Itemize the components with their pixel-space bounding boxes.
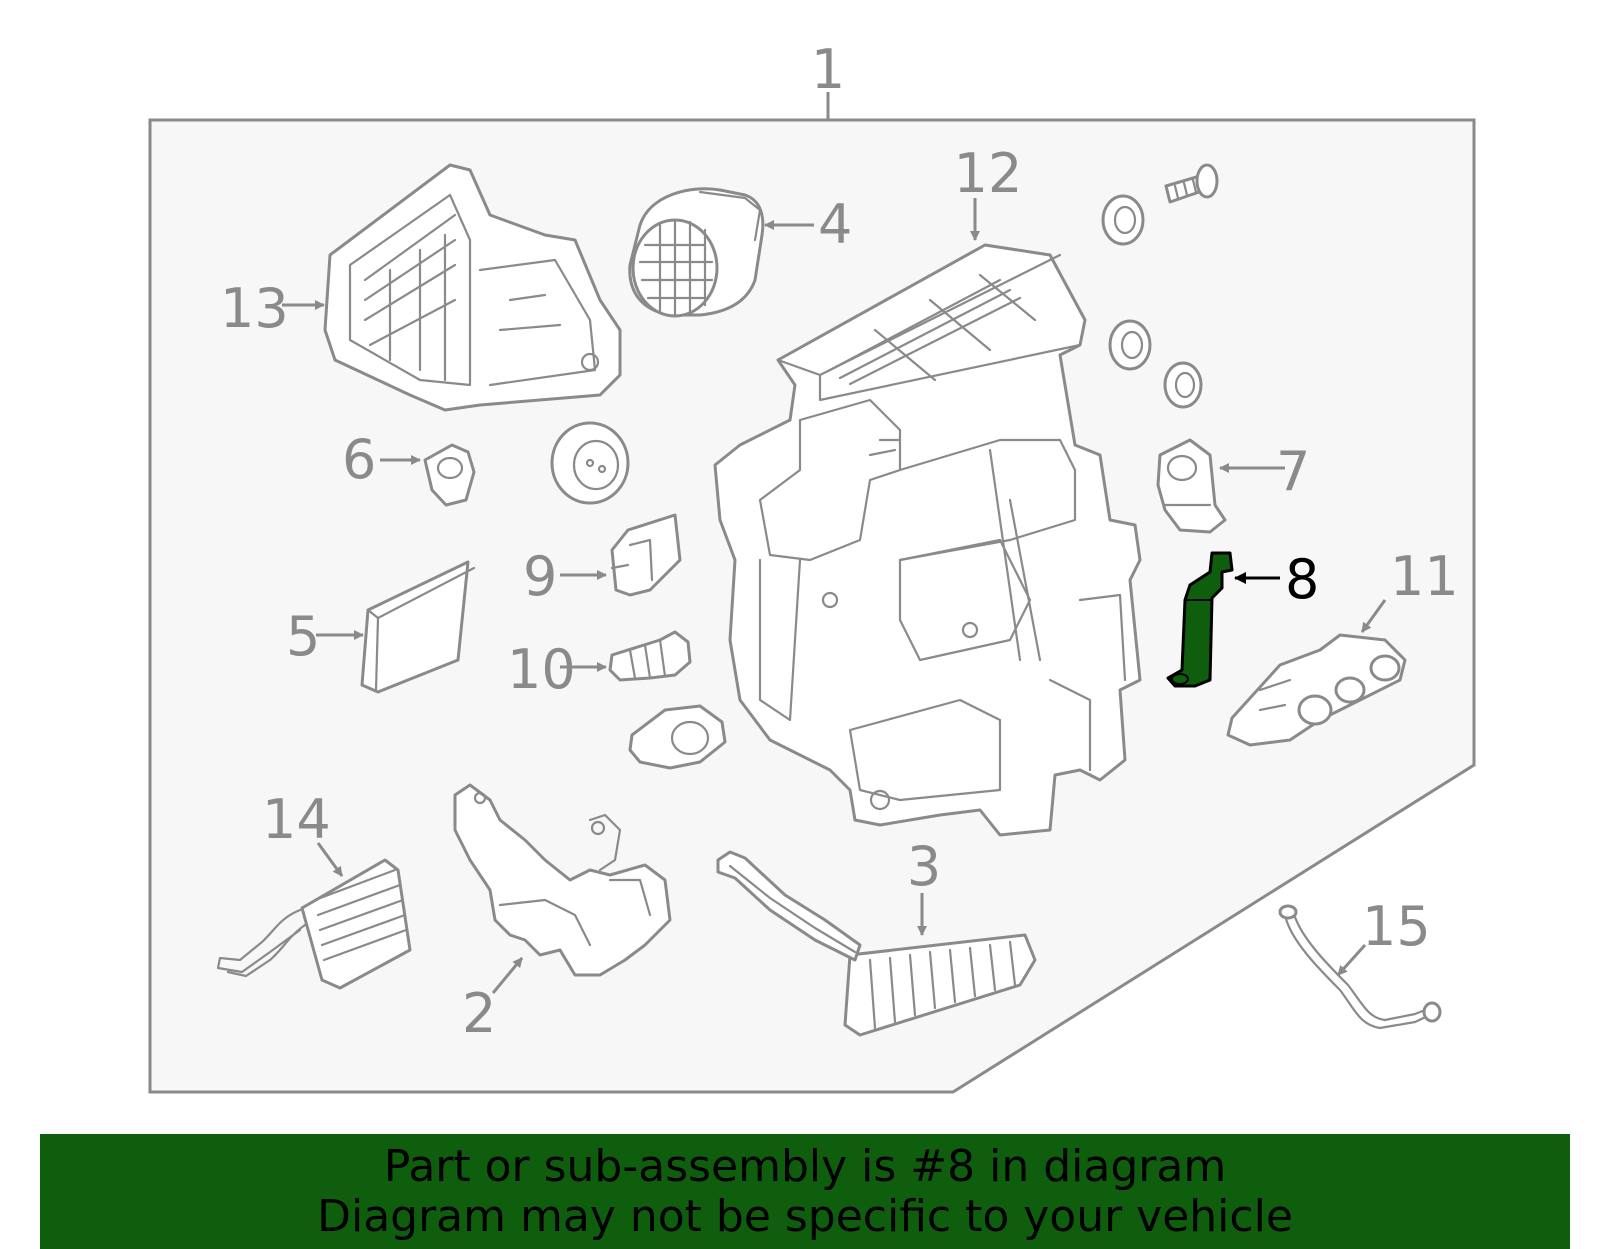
info-banner: Part or sub-assembly is #8 in diagram Di… (40, 1134, 1570, 1249)
callout-11-arrow (1360, 599, 1387, 633)
callout-3: 3 (907, 835, 941, 898)
callout-13: 13 (220, 277, 289, 340)
callout-15: 15 (1362, 895, 1431, 958)
callout-4: 4 (818, 193, 852, 256)
part-7-actuator (1156, 438, 1227, 534)
part-9-bracket (610, 513, 682, 597)
grommet-1 (1101, 194, 1145, 246)
callout-8: 8 (1285, 548, 1319, 611)
part-12-hvac-housing (713, 243, 1142, 837)
part-13-blower-case (323, 163, 622, 412)
banner-line-2: Diagram may not be specific to your vehi… (317, 1190, 1293, 1242)
callout-6: 6 (342, 428, 376, 491)
callout-2-arrow (491, 957, 524, 994)
callout-14: 14 (262, 788, 331, 851)
motor-cap (550, 421, 630, 505)
part-6-clip (423, 443, 476, 507)
part-4-blower-motor (628, 187, 765, 318)
grommet-2 (1108, 319, 1152, 371)
callout-1: 1 (811, 38, 845, 101)
part-11-control-unit (1226, 633, 1407, 747)
part-5-cabin-filter (360, 560, 476, 694)
part-2-duct (453, 783, 672, 977)
part-14-evaporator (216, 858, 412, 990)
callout-9: 9 (523, 545, 557, 608)
banner-line-1: Part or sub-assembly is #8 in diagram (383, 1140, 1227, 1192)
bolt (1164, 163, 1219, 204)
part-8-highlighted (1166, 551, 1234, 688)
grommet-3 (1163, 361, 1203, 409)
callout-12: 12 (954, 142, 1023, 205)
callout-14-arrow (316, 842, 344, 877)
callout-5: 5 (286, 605, 320, 668)
callout-10: 10 (507, 638, 576, 701)
callout-15-arrow (1336, 943, 1367, 977)
part-3-heater-core (716, 850, 1037, 1037)
servo-motor (628, 704, 727, 770)
part-15-pipe (1278, 904, 1442, 1030)
part-10-sensor (608, 630, 692, 682)
callout-11: 11 (1390, 545, 1459, 608)
callout-2: 2 (462, 982, 496, 1045)
callout-7: 7 (1276, 440, 1310, 503)
